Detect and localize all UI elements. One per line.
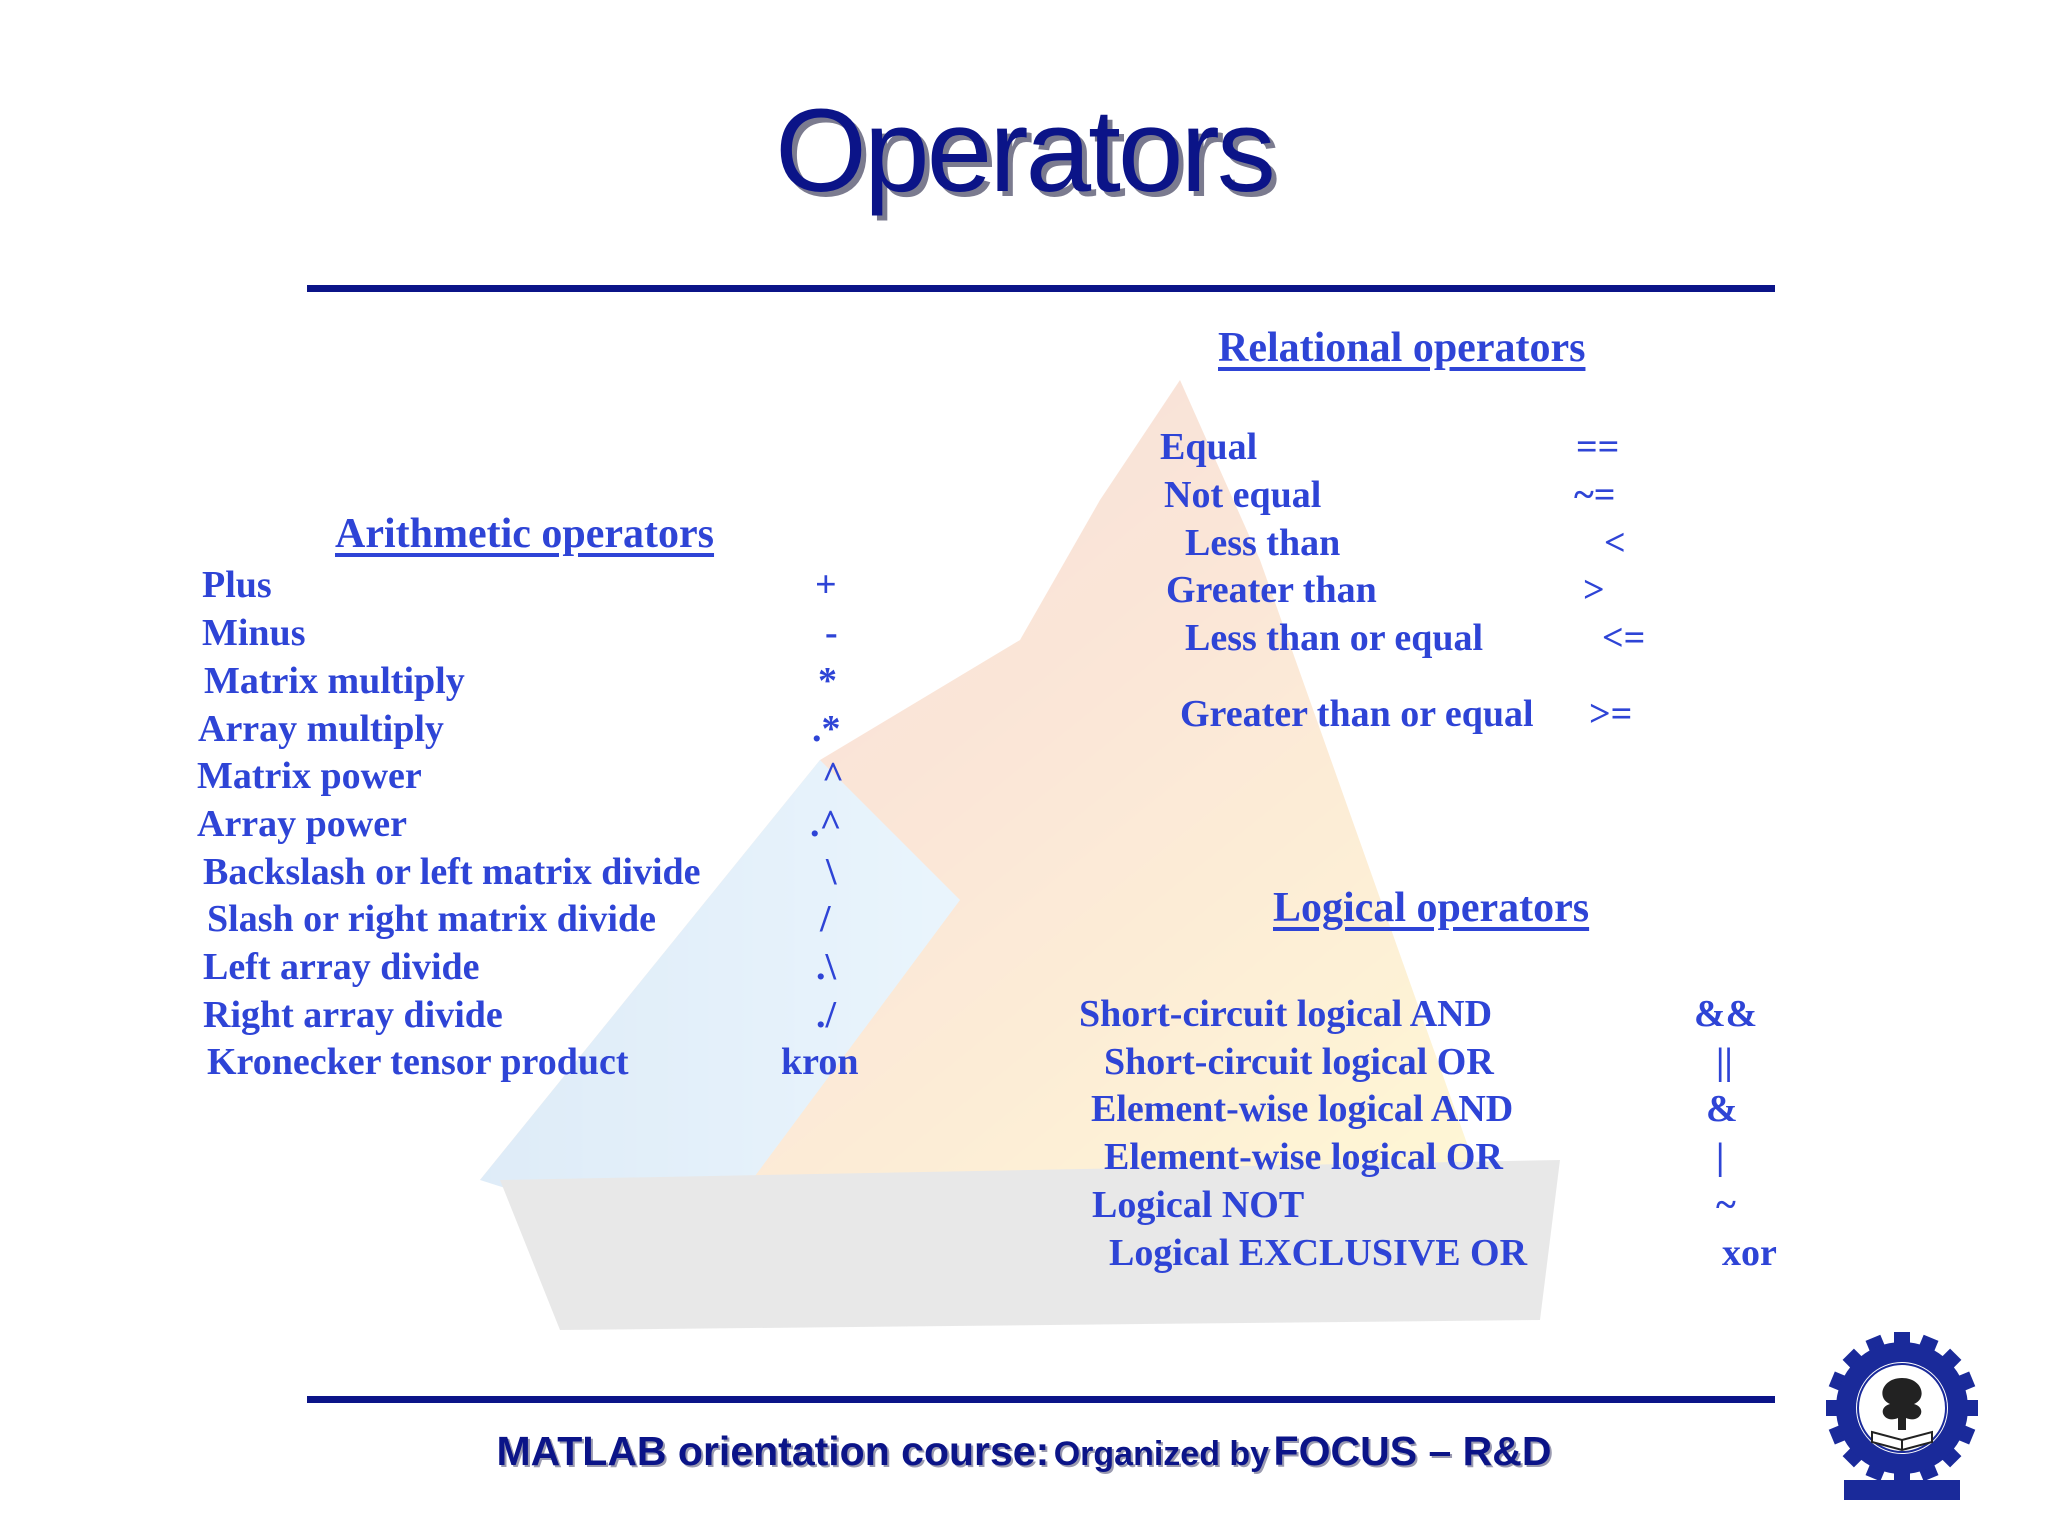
log-label-ew-and: Element-wise logical AND xyxy=(1091,1088,1514,1130)
arith-label-left-array-divide: Left array divide xyxy=(203,946,480,988)
arith-symbol-kronecker: kron xyxy=(781,1041,859,1083)
arith-symbol-plus: + xyxy=(815,564,837,606)
arith-symbol-array-power: .^ xyxy=(810,803,842,845)
rel-label-greater-than: Greater than xyxy=(1166,569,1377,611)
arith-symbol-right-array-divide: ./ xyxy=(816,994,837,1036)
arith-symbol-left-array-divide: .\ xyxy=(816,946,837,988)
log-symbol-sc-or: || xyxy=(1716,1041,1733,1083)
arith-label-array-multiply: Array multiply xyxy=(198,708,444,750)
rel-label-greater-or-equal: Greater than or equal xyxy=(1180,693,1534,735)
arith-label-plus: Plus xyxy=(202,564,272,606)
rel-symbol-greater-than: > xyxy=(1583,569,1605,611)
log-label-not: Logical NOT xyxy=(1092,1184,1305,1226)
bottom-divider xyxy=(307,1396,1775,1403)
arith-label-right-array-divide: Right array divide xyxy=(203,994,503,1036)
rel-label-not-equal: Not equal xyxy=(1164,474,1322,516)
arith-label-minus: Minus xyxy=(202,612,306,654)
iit-kharagpur-seal-icon xyxy=(1826,1332,1978,1500)
log-symbol-not: ~ xyxy=(1716,1184,1736,1226)
log-symbol-ew-or: | xyxy=(1716,1136,1725,1178)
relational-heading: Relational operators xyxy=(1218,325,1586,371)
arith-symbol-backslash: \ xyxy=(826,851,837,893)
rel-symbol-less-or-equal: <= xyxy=(1602,617,1646,659)
arith-label-backslash: Backslash or left matrix divide xyxy=(203,851,701,893)
arith-label-matrix-power: Matrix power xyxy=(197,755,422,797)
arith-symbol-matrix-multiply: * xyxy=(818,660,837,702)
rel-label-equal: Equal xyxy=(1160,426,1258,468)
rel-symbol-equal: == xyxy=(1576,426,1620,468)
log-label-sc-and: Short-circuit logical AND xyxy=(1079,993,1493,1035)
arith-label-matrix-multiply: Matrix multiply xyxy=(204,660,465,702)
log-symbol-xor: xor xyxy=(1722,1232,1777,1274)
arith-symbol-array-multiply: .* xyxy=(812,708,841,750)
footer-organized: Organized by xyxy=(1053,1435,1270,1473)
arith-symbol-matrix-power: ^ xyxy=(822,755,845,797)
footer-org: FOCUS – R&D xyxy=(1273,1428,1552,1474)
rel-label-less-or-equal: Less than or equal xyxy=(1185,617,1484,659)
arith-symbol-minus: - xyxy=(825,612,838,654)
top-divider xyxy=(307,285,1775,292)
log-label-ew-or: Element-wise logical OR xyxy=(1104,1136,1503,1178)
footer-course: MATLAB orientation course: xyxy=(496,1428,1050,1474)
arithmetic-heading: Arithmetic operators xyxy=(335,511,715,557)
arith-label-kronecker: Kronecker tensor product xyxy=(207,1041,629,1083)
logical-heading: Logical operators xyxy=(1273,885,1590,931)
rel-symbol-less-than: < xyxy=(1604,522,1626,564)
log-label-sc-or: Short-circuit logical OR xyxy=(1104,1041,1494,1083)
log-symbol-sc-and: && xyxy=(1694,993,1758,1035)
rel-label-less-than: Less than xyxy=(1185,522,1341,564)
log-symbol-ew-and: & xyxy=(1706,1088,1738,1130)
arith-label-array-power: Array power xyxy=(197,803,407,845)
arith-label-slash: Slash or right matrix divide xyxy=(207,898,656,940)
rel-symbol-greater-or-equal: >= xyxy=(1589,693,1633,735)
log-label-xor: Logical EXCLUSIVE OR xyxy=(1109,1232,1528,1274)
arith-symbol-slash: / xyxy=(820,898,831,940)
page-title: Operators xyxy=(775,85,1276,217)
footer: MATLAB orientation course: Organized by … xyxy=(0,1428,2048,1475)
rel-symbol-not-equal: ~= xyxy=(1574,474,1616,516)
